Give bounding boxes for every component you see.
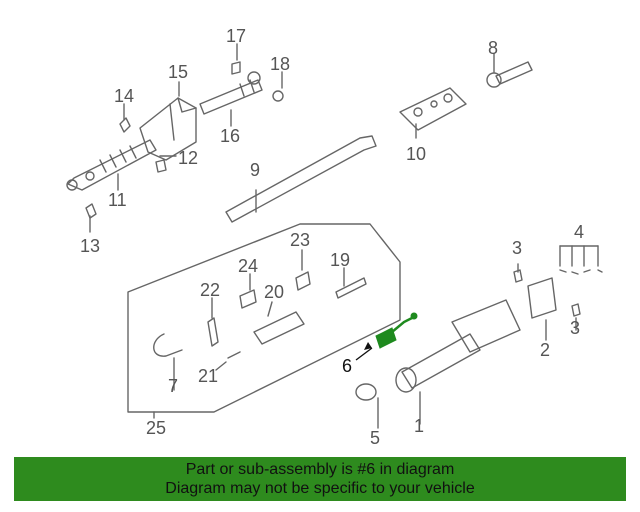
- callout-22: 22: [200, 280, 220, 300]
- part-13-bolt: [85, 203, 97, 219]
- part-14-clip: [119, 117, 131, 133]
- callout-16: 16: [220, 126, 240, 146]
- part-5-bearing: [355, 383, 377, 401]
- part-12-bolt: [155, 159, 167, 173]
- callout-12: 12: [178, 148, 198, 168]
- part-8-upper-shaft: [486, 61, 533, 88]
- callout-23: 23: [290, 230, 310, 250]
- callout-8: 8: [488, 38, 498, 58]
- part-1-steering-column: [395, 299, 521, 393]
- callout-14: 14: [114, 86, 134, 106]
- callout-15: 15: [168, 62, 188, 82]
- steering-column-parts-diagram: 1 2 3 3 3 4 5 6 7 8 9 10 11 12 13 14 15 …: [66, 26, 603, 448]
- callout-1: 1: [414, 416, 424, 436]
- leader-part-6-arrow: [364, 342, 372, 350]
- part-18-nut: [272, 90, 284, 102]
- part-2-bracket: [527, 277, 557, 319]
- callout-25: 25: [146, 418, 166, 438]
- callout-24: 24: [238, 256, 258, 276]
- part-16-upper-shaft: [199, 71, 263, 115]
- part-21-pin: [227, 351, 241, 359]
- callout-18: 18: [270, 54, 290, 74]
- banner-line-2: Diagram may not be specific to your vehi…: [165, 480, 475, 497]
- part-22-bracket: [207, 317, 219, 347]
- part-3-bolt-bottom: [571, 303, 581, 317]
- callout-9: 9: [250, 160, 260, 180]
- callout-2: 2: [540, 340, 550, 360]
- callout-17: 17: [226, 26, 246, 46]
- callout-5: 5: [370, 428, 380, 448]
- callout-3-top: 3: [512, 238, 522, 258]
- callout-7: 7: [168, 376, 178, 396]
- part-25-kit-outline: [127, 223, 401, 413]
- part-10-plate: [399, 87, 467, 131]
- callout-19: 19: [330, 250, 350, 270]
- part-17-bolt: [231, 61, 241, 75]
- part-23-lever: [295, 271, 311, 291]
- part-9-tilt-lever-rod: [225, 135, 377, 223]
- callout-10: 10: [406, 144, 426, 164]
- callout-13: 13: [80, 236, 100, 256]
- part-24-clip: [239, 289, 257, 309]
- part-4-bolts: [559, 245, 603, 275]
- part-6-highlighted[interactable]: [375, 312, 418, 349]
- info-banner: Part or sub-assembly is #6 in diagram Di…: [14, 457, 626, 501]
- part-20-housing: [253, 311, 305, 345]
- part-11-intermediate-shaft: [66, 139, 157, 191]
- part-19-rod: [335, 277, 367, 299]
- leader-part-6: [355, 347, 373, 361]
- callout-21: 21: [198, 366, 218, 386]
- callout-20: 20: [264, 282, 284, 302]
- part-7-switch-wire: [153, 333, 183, 357]
- callout-3-middle: 3: [570, 318, 580, 338]
- banner-line-1: Part or sub-assembly is #6 in diagram: [185, 461, 455, 478]
- leader-lines: [89, 43, 577, 429]
- part-15-shaft-cover: [139, 97, 197, 161]
- callout-4: 4: [574, 222, 584, 242]
- callout-11: 11: [108, 190, 127, 210]
- callout-6: 6: [342, 356, 352, 376]
